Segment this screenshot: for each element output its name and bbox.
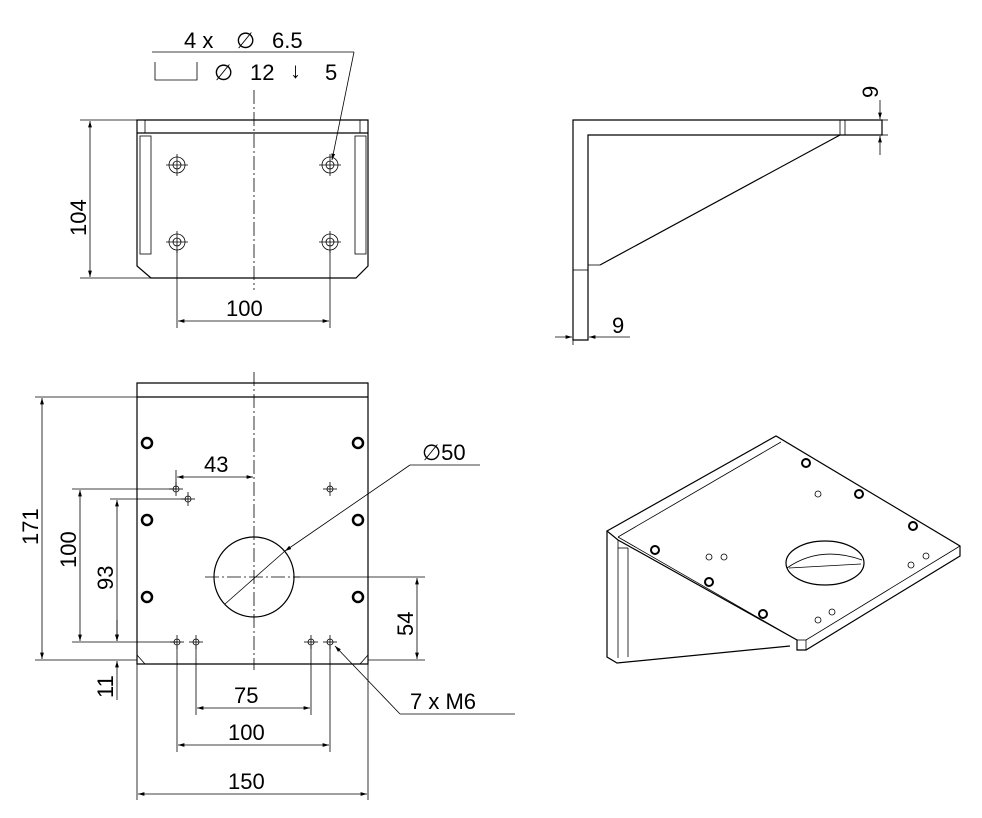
- front-view: 171 100 93 11 43 ∅50 54 75 100 150: [18, 372, 515, 800]
- bore-diameter-label: ∅50: [422, 440, 466, 465]
- diameter-symbol: ∅: [214, 60, 233, 85]
- dim-150: 150: [228, 769, 265, 794]
- side-view: 9 9: [555, 86, 888, 345]
- mounting-holes: [166, 154, 341, 253]
- isometric-view: [605, 435, 961, 664]
- hole-count-label: 4 x: [184, 28, 213, 53]
- dim-43: 43: [204, 452, 228, 477]
- thread-callout: 7 x M6: [410, 689, 476, 714]
- counterbore-diameter-label: 12: [250, 60, 274, 85]
- iso-holes: [650, 458, 930, 624]
- dim-100-horizontal: 100: [228, 720, 265, 745]
- threaded-holes: [140, 436, 365, 604]
- dim-11: 11: [93, 675, 118, 698]
- diameter-symbol: ∅: [236, 28, 255, 53]
- small-holes: [169, 482, 337, 649]
- dim-9-top: 9: [858, 86, 883, 98]
- dim-104: 104: [66, 199, 91, 236]
- dim-93: 93: [93, 566, 118, 590]
- counterbore-depth-label: 5: [325, 60, 337, 85]
- dim-100-top: 100: [226, 296, 263, 321]
- dim-54: 54: [393, 612, 418, 636]
- top-view: 4 x ∅ 6.5 ∅ 12 ↓ 5 104 100: [66, 28, 369, 328]
- dim-9-wall: 9: [612, 313, 624, 338]
- hole-diameter-label: 6.5: [272, 28, 303, 53]
- dim-75: 75: [234, 683, 258, 708]
- depth-icon: ↓: [290, 58, 301, 83]
- dim-100-vertical: 100: [56, 531, 81, 568]
- dim-171: 171: [18, 508, 43, 545]
